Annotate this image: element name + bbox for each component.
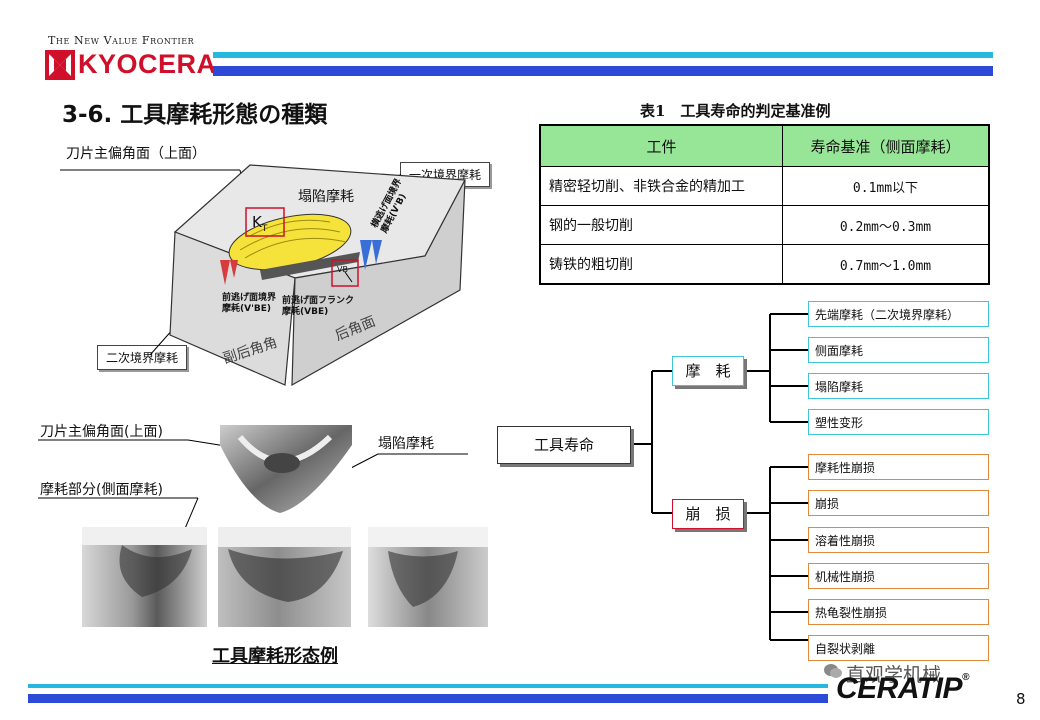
label-top-rake-face: 刀片主偏角面（上面） <box>66 146 206 162</box>
tree-root-node: 工具寿命 <box>497 426 631 464</box>
table-caption: 表1 工具寿命的判定基准例 <box>640 102 831 120</box>
table-row: 钢的一般切削 0.2mm～0.3mm <box>539 205 990 245</box>
label-kt: KT <box>252 213 268 234</box>
photo-flank-wear-2 <box>218 527 351 627</box>
table-cell: 钢的一般切削 <box>539 205 783 245</box>
label-secondary-boundary-wear: 二次境界摩耗 <box>97 345 188 370</box>
wear-item: 塌陷摩耗 <box>808 373 989 399</box>
wechat-icon <box>823 663 843 679</box>
chipping-item: 摩耗性崩损 <box>808 454 989 480</box>
table-row: 精密轻切削、非铁合金的精加工 0.1mm以下 <box>539 166 990 206</box>
chipping-item: 热龟裂性崩损 <box>808 599 989 625</box>
wear-item: 先端摩耗（二次境界摩耗） <box>808 301 989 327</box>
label-crater-wear: 塌陷摩耗 <box>298 189 354 205</box>
label-vb: VB <box>337 265 348 274</box>
chipping-item: 自裂状剥離 <box>808 635 989 661</box>
table-row: 铸铁的粗切削 0.7mm～1.0mm <box>539 244 990 285</box>
table-cell: 0.7mm～1.0mm <box>782 244 990 285</box>
footer-bar-blue <box>28 694 828 703</box>
tree-node-wear: 摩 耗 <box>672 356 744 386</box>
chipping-item: 崩损 <box>808 490 989 516</box>
table-header-cell: 工件 <box>539 124 783 167</box>
photo-flank-wear-1 <box>82 527 207 627</box>
page-number: 8 <box>1016 690 1026 708</box>
header-bar-blue <box>213 66 993 76</box>
kyocera-logo-icon <box>45 50 75 80</box>
photo-label-flank: 摩耗部分(側面摩耗) <box>40 482 163 498</box>
table-cell: 铸铁的粗切削 <box>539 244 783 285</box>
table-header-cell: 寿命基准（侧面摩耗） <box>782 124 990 167</box>
label-front-flank: 前逃げ面フランク摩耗(VBE) <box>282 296 355 317</box>
table-cell: 0.1mm以下 <box>782 166 990 206</box>
photo-label-top-face: 刀片主偏角面(上面) <box>40 424 163 440</box>
photo-insert-corner <box>220 425 352 515</box>
insert-wear-diagram <box>60 164 466 387</box>
table-cell: 0.2mm～0.3mm <box>782 205 990 245</box>
slide-title: 3-6. 工具摩耗形態の種類 <box>62 102 328 128</box>
wear-item: 侧面摩耗 <box>808 337 989 363</box>
chipping-item: 溶着性崩损 <box>808 527 989 553</box>
company-tagline: The New Value Frontier <box>48 34 195 47</box>
footer-bar-cyan <box>28 684 828 688</box>
label-front-flank-boundary: 前逃げ面境界摩耗(V'BE) <box>222 293 277 314</box>
watermark: 直观学机械 <box>846 664 942 686</box>
tool-life-table: 工件 寿命基准（侧面摩耗） 精密轻切削、非铁合金的精加工 0.1mm以下 钢的一… <box>539 124 990 285</box>
table-header-row: 工件 寿命基准（侧面摩耗） <box>539 124 990 167</box>
ceratip-brand: CERATIP® <box>836 672 969 705</box>
kyocera-logo: KYOCERA <box>78 49 217 79</box>
wear-item: 塑性变形 <box>808 409 989 435</box>
photo-label-crater: 塌陷摩耗 <box>378 436 434 452</box>
photo-flank-wear-3 <box>368 527 488 627</box>
photo-caption: 工具摩耗形态例 <box>212 646 338 667</box>
chipping-item: 机械性崩损 <box>808 563 989 589</box>
header-bar-cyan <box>213 52 993 58</box>
tree-node-chipping: 崩 损 <box>672 499 744 529</box>
